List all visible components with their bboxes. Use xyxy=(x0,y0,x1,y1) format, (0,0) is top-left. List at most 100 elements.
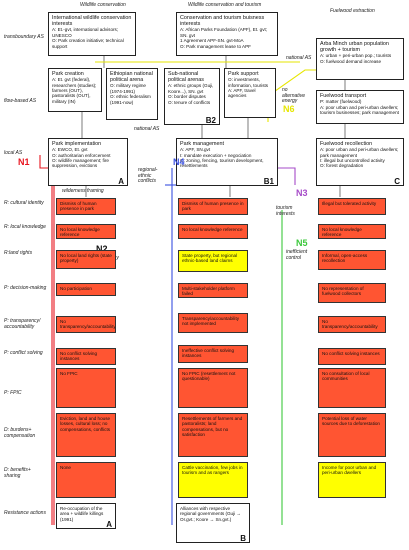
note-national-as-1: national AS xyxy=(134,126,160,132)
corner-tag-a: A xyxy=(118,176,124,186)
row-label-conflict-solving: P: conflict solving xyxy=(4,350,43,356)
col2-land-rights: State property, but regional ethnic-base… xyxy=(178,250,248,272)
box-body: A: Et. gvt (federal), researchers (studi… xyxy=(52,77,97,104)
col1-decision-making: No participation xyxy=(56,283,116,296)
box-reoccupation: Re-occupation of the area + wildlife kil… xyxy=(56,503,116,529)
box-title: Sub-national political arenas xyxy=(168,71,204,84)
box-alliances: Alliances with respective regional gover… xyxy=(176,503,250,543)
tag-n5: N5 xyxy=(296,238,308,248)
row-label-decision-making: P: decision-making xyxy=(4,285,47,291)
note-wilderness-framing: wilderness framing xyxy=(62,188,104,194)
box-body: A: urban + peri-urban pop.; tourists O: … xyxy=(320,53,392,64)
box-body: Re-occupation of the area + wildlife kil… xyxy=(60,506,104,522)
row-label-benefits: D: benefits+ sharing xyxy=(4,467,31,479)
box-title: Park implementation xyxy=(52,141,102,147)
corner-tag-b1: B1 xyxy=(263,176,274,186)
box-body: Alliances with respective regional gover… xyxy=(180,506,242,522)
box-title: Fuelwood recollection xyxy=(320,141,373,147)
col3-benefits: Income for poor urban and peri-urban dwe… xyxy=(318,462,386,498)
note-tourism-interests: tourism interests xyxy=(276,205,295,217)
col3-transparency: No transparency/accountability xyxy=(318,316,386,333)
note-national-as-2: national AS xyxy=(286,55,312,61)
note-inefficient-control: inefficient control xyxy=(286,249,308,261)
box-body: O: investments, information, tourists A:… xyxy=(228,77,269,99)
box-body: O: military regime (1974-1991) O: ethnic… xyxy=(110,83,151,105)
box-fuelwood-transport: Fuelwood transport P: matter (fuelwood) … xyxy=(316,90,404,124)
box-title: Fuelwood transport xyxy=(320,93,367,99)
box-park-management: Park management A: APF, SN.gvt I: mandat… xyxy=(176,138,278,186)
col1-burdens: Eviction, land and house losses, cultura… xyxy=(56,413,116,457)
tag-n3: N3 xyxy=(296,188,308,198)
row-label-land-rights: R:land rights xyxy=(4,250,33,256)
box-title: Arba Minch urban population growth + tou… xyxy=(320,41,389,54)
col3-decision-making: No representation of fuelwood collectors xyxy=(318,283,386,303)
col1-local-knowledge: No local knowledge reference xyxy=(56,224,116,239)
row-label-cultural-identity: R: cultural identity xyxy=(4,200,44,206)
col2-decision-making: Multi-stakeholder platform failed xyxy=(178,283,248,298)
box-park-support: Park support O: investments, information… xyxy=(224,68,276,118)
col1-benefits: None xyxy=(56,462,116,498)
row-label-transboundary: transboundary AS xyxy=(4,34,44,40)
header-wildlife: Wildlife conservation xyxy=(80,2,126,8)
row-label-fpic: P: FPIC xyxy=(4,390,22,396)
note-no-alternative-energy: no alternative energy xyxy=(282,87,306,105)
col2-burdens: Resettlements of farmers and pastoralist… xyxy=(178,413,248,457)
col1-transparency: No transparency/accountability xyxy=(56,316,116,333)
row-label-burdens: D: burdens+ compensation xyxy=(4,427,36,439)
col2-conflict-solving: Ineffective conflict solving instances xyxy=(178,345,248,363)
row-label-flow-based: flow-based AS xyxy=(4,98,37,104)
col3-local-knowledge: No local knowledge reference xyxy=(318,224,386,239)
box-arba-minch-growth: Arba Minch urban population growth + tou… xyxy=(316,38,404,80)
col2-benefits: Cattle vaccination, few jobs in tourism … xyxy=(178,462,248,498)
box-body: A: Et.-gvt, international advisors; UNES… xyxy=(52,27,124,49)
row-label-local-knowledge: R: local knowledge xyxy=(4,224,46,230)
box-title: Ethiopian national political arena xyxy=(110,71,153,84)
tag-n2: N2 xyxy=(96,244,108,254)
box-title: Conservation and tourism buisness intere… xyxy=(180,15,265,28)
col3-fpic: No consultation of local communities xyxy=(318,368,386,408)
box-body: A: APF, SN.gvt I: mandate execution + ne… xyxy=(180,147,264,169)
col2-fpic: No FPIC (resettlement not questionable) xyxy=(178,368,248,408)
box-title: International wildlife conservation inte… xyxy=(52,15,132,28)
col2-transparency: Transparency/accountability not implemen… xyxy=(178,313,248,333)
tag-n1: N1 xyxy=(18,157,30,167)
col1-conflict-solving: No conflict solving instances xyxy=(56,348,116,365)
col1-land-rights: No local land rights (state property) xyxy=(56,250,116,269)
header-fuelwood: Fuelwood extraction xyxy=(330,8,375,14)
tag-n6: N6 xyxy=(283,104,295,114)
col3-cultural-identity: Illegal but tolerated activity xyxy=(318,198,386,215)
corner-tag-b: B xyxy=(240,533,246,543)
box-body: A: poor urban and peri-urban dwellers; p… xyxy=(320,147,399,169)
row-label-resistance: Resistance actions xyxy=(4,510,46,516)
corner-tag-a: A xyxy=(106,519,112,529)
box-conservation-tourism-interests: Conservation and tourism buisness intere… xyxy=(176,12,278,56)
row-label-local: local AS xyxy=(4,150,23,156)
box-title: Park management xyxy=(180,141,225,147)
box-fuelwood-recollection: Fuelwood recollection A: poor urban and … xyxy=(316,138,404,186)
box-ethiopian-political-arena: Ethiopian national political arena O: mi… xyxy=(106,68,158,120)
col3-conflict-solving: No conflict solving instances xyxy=(318,348,386,365)
box-subnational-arenas: Sub-national political arenas A: ethnic … xyxy=(164,68,220,125)
box-body: P: matter (fuelwood) A: poor urban and p… xyxy=(320,99,399,116)
box-title: Park creation xyxy=(52,71,84,77)
box-body: A: African Parks Foundation (APF), Et. g… xyxy=(180,27,268,49)
tag-n4: N4 xyxy=(173,157,185,167)
box-body: A: ethnic groups (Guji, Koore...), SN. g… xyxy=(168,83,214,105)
note-regional-conflicts: regional-ethnic conflicts xyxy=(138,167,158,185)
col1-fpic: No FPIC xyxy=(56,368,116,408)
box-park-implementation: Park implementation A: EWCO, Et. gvt O: … xyxy=(48,138,128,186)
row-label-transparency: P: transparency/ accountability xyxy=(4,318,41,330)
header-tourism: Wildlife conservation and tourism xyxy=(188,2,262,8)
col3-burdens: Potential loss of water sources due to d… xyxy=(318,413,386,457)
corner-tag-c: C xyxy=(394,176,400,186)
corner-tag-b2: B2 xyxy=(205,115,216,125)
col2-cultural-identity: Dismiss of human presence in park xyxy=(178,198,248,215)
box-title: Park support xyxy=(228,71,259,77)
col2-local-knowledge: No local knowledge reference xyxy=(178,224,248,239)
col3-land-rights: Informal, open-access recollection xyxy=(318,250,386,270)
col1-cultural-identity: Dismiss of human presence in park xyxy=(56,198,116,215)
box-park-creation: Park creation A: Et. gvt (federal), rese… xyxy=(48,68,102,112)
box-international-interests: International wildlife conservation inte… xyxy=(48,12,136,56)
box-body: A: EWCO, Et. gvt O: authoritarian enforc… xyxy=(52,147,111,169)
